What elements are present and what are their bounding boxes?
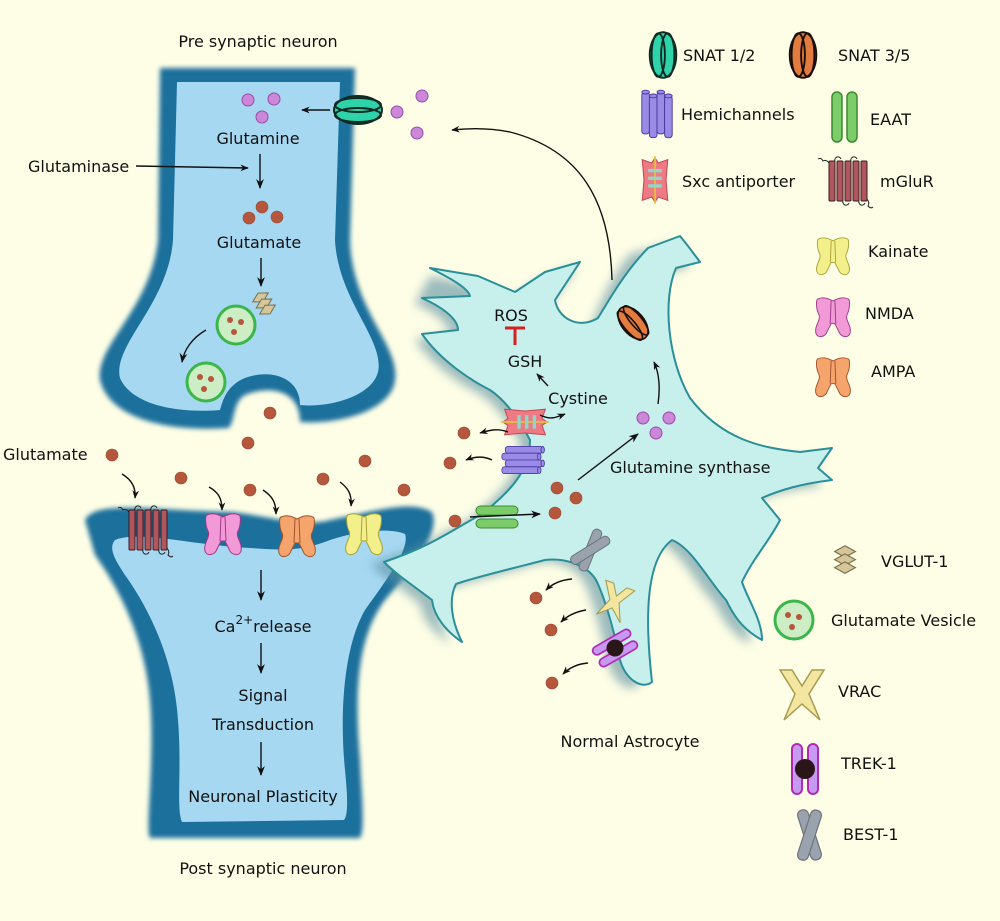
pre-synaptic-glutamate-pool [242, 200, 284, 225]
plasticity-label: Neuronal Plasticity [188, 787, 337, 806]
inhibition-symbol [505, 326, 525, 345]
glutamate-vesicle-icon [773, 599, 815, 641]
release-text: release [253, 617, 311, 636]
extracellular-glutamine [390, 89, 429, 140]
ros-label: ROS [494, 306, 528, 325]
ca-symbol: Ca [214, 617, 235, 636]
legend-label: Hemichannels [681, 105, 795, 124]
arrow-hemichannel-out [465, 454, 493, 461]
arrow-vrac-out [560, 609, 587, 623]
legend-label: Glutamate Vesicle [831, 611, 976, 630]
cleft-glutamate [105, 406, 471, 528]
best-1-icon [795, 807, 824, 863]
legend-item-hemichannels: Hemichannels [641, 89, 795, 139]
vglut-1-icon [834, 545, 856, 574]
legend-label: Sxc antiporter [682, 172, 796, 191]
pre-synaptic-glutamine-pool [241, 92, 281, 124]
sxc-antiporter [500, 408, 550, 436]
astrocyte-glutamate [548, 481, 583, 520]
legend-label: SNAT 3/5 [838, 46, 910, 65]
arrow-trek1-out [562, 662, 589, 675]
legend-item-nmda: NMDA [815, 297, 914, 338]
legend-label: AMPA [871, 362, 915, 381]
legend-label: VRAC [838, 682, 881, 701]
kainate-icon [816, 237, 850, 276]
legend-item-eaat: EAAT [831, 91, 911, 143]
eaat-transporter [475, 505, 519, 529]
eaat-icon [831, 91, 858, 143]
legend-item-sxc-antiporter: Sxc antiporter [641, 155, 796, 205]
gsh-label: GSH [508, 352, 543, 371]
glutamate-pre-label: Glutamate [217, 233, 302, 252]
snat-1-2-icon [648, 31, 678, 79]
legend-item-mglur: mGluR [817, 156, 934, 209]
hemichannel [501, 445, 545, 475]
arrow-vesicle-release [179, 329, 207, 363]
sxc-antiporter-icon [641, 155, 669, 205]
legend-item-vrac: VRAC [779, 669, 881, 721]
legend-label: NMDA [865, 304, 914, 323]
arrow-glutaminase [135, 164, 249, 172]
legend-label: VGLUT-1 [881, 552, 948, 571]
legend-item-kainate: Kainate [816, 237, 929, 276]
legend-item-best-1: BEST-1 [795, 807, 899, 863]
glutaminase-label: Glutaminase [28, 157, 129, 176]
arrow-best1-out [545, 578, 573, 591]
legend-item-vglut-1: VGLUT-1 [834, 545, 948, 574]
transduction-label: Transduction [211, 715, 314, 734]
legend-item-trek-1: TREK-1 [791, 743, 897, 795]
receptor-binding-arrows [121, 473, 355, 515]
astrocyte-glutamine [636, 411, 676, 440]
ca-charge: 2+ [235, 613, 253, 627]
trek-1-icon [791, 743, 819, 795]
legend-label: mGluR [880, 172, 934, 191]
best1-glutamate [529, 591, 543, 605]
vrac-glutamate [544, 623, 558, 637]
mglur-icon [817, 156, 874, 209]
glutamate-vesicle [215, 304, 257, 346]
snat-1-2-transporter [333, 95, 383, 125]
nmda-icon [815, 297, 851, 338]
arrow-eaat-in [469, 510, 541, 519]
hemichannels-icon [641, 89, 673, 139]
legend-label: EAAT [870, 110, 911, 129]
released-vesicle [185, 361, 227, 403]
legend-label: TREK-1 [840, 754, 897, 773]
vrac-icon [779, 669, 825, 721]
pre-synaptic-neuron [99, 68, 396, 429]
arrow-astrocyte-to-glutamine [451, 125, 613, 281]
signal-label: Signal [238, 686, 287, 705]
arrow-sxc-glutamate-out [479, 427, 509, 435]
ca-release-label: Ca2+release [214, 613, 311, 636]
glutamine-synthase-label: Glutamine synthase [610, 458, 771, 477]
legend-item-ampa: AMPA [815, 357, 915, 398]
cystine-label: Cystine [548, 389, 608, 408]
normal-astrocyte-title: Normal Astrocyte [561, 732, 700, 751]
legend-label: BEST-1 [843, 825, 899, 844]
ampa-icon [815, 357, 851, 398]
trek1-glutamate [545, 676, 559, 690]
arrow-glutamine-synthase [577, 433, 639, 481]
legend-label: Kainate [868, 242, 929, 261]
glutamate-cleft-label: Glutamate [3, 445, 88, 464]
arrow-sxc-cystine-in [539, 413, 566, 420]
post-synaptic-title: Post synaptic neuron [179, 859, 346, 878]
legend: SNAT 1/2 SNAT 3/5 Hemichannels EAAT Sxc … [641, 31, 976, 863]
snat-3-5-icon [788, 31, 818, 79]
pre-synaptic-title: Pre synaptic neuron [178, 32, 337, 51]
arrow-glutamine-to-snat35 [653, 361, 661, 405]
legend-item-snat-3-5: SNAT 3/5 [788, 31, 910, 79]
glutamine-label: Glutamine [216, 129, 299, 148]
legend-item-snat-1-2: SNAT 1/2 [648, 31, 755, 79]
arrow-cystine-to-gsh [536, 373, 549, 387]
legend-item-glutamate-vesicle: Glutamate Vesicle [773, 599, 976, 641]
legend-label: SNAT 1/2 [683, 46, 755, 65]
